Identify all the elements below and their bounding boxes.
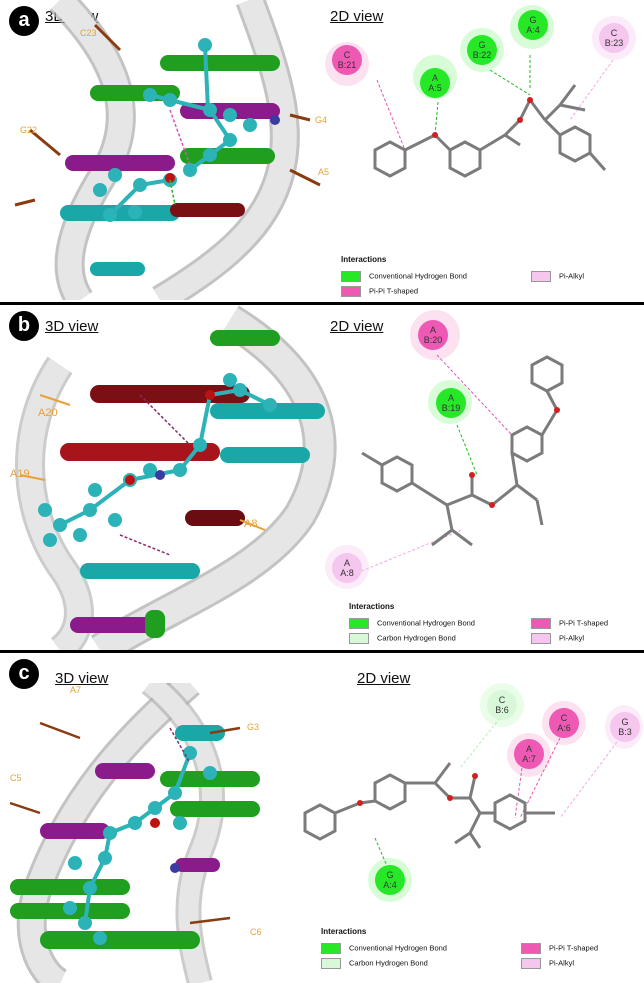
residue-label-a7: A7 (70, 685, 81, 695)
legend-item: Conventional Hydrogen Bond (321, 943, 447, 954)
panel-c-3d-title: 3D view (55, 670, 109, 687)
residue-label-a5: A5 (318, 167, 329, 177)
residue-label-a19: A19 (10, 468, 30, 480)
node-residue: G (529, 15, 537, 25)
node-id: B:22 (472, 50, 492, 60)
node-id: A:5 (428, 83, 442, 93)
node-id: A:6 (557, 723, 571, 733)
legend-label: Carbon Hydrogen Bond (349, 958, 428, 968)
node-id: A:4 (526, 25, 540, 35)
node-residue: G (478, 40, 486, 50)
node-id: B:21 (337, 60, 357, 70)
legend-label: Pi-Alkyl (559, 271, 585, 281)
residue-label-g3: G3 (247, 722, 259, 732)
interaction-node-a-a7: A A:7 (514, 739, 544, 769)
node-residue: C (343, 50, 351, 60)
interaction-node-g-b22: G B:22 (467, 35, 497, 65)
legend-item: Pi-Pi T-shaped (531, 618, 608, 629)
panel-c-3d-view: A7 C5 G3 C6 (9, 683, 262, 983)
panel-label-a: a (9, 6, 39, 36)
residue-label-a20: A20 (38, 407, 58, 419)
node-id: A:8 (340, 568, 354, 578)
legend-label: Pi-Pi T-shaped (549, 943, 599, 953)
node-residue: A (431, 73, 438, 83)
panel-label-c: c (9, 659, 39, 689)
node-residue: A (525, 744, 532, 754)
interaction-node-a-b20: A B:20 (418, 320, 448, 350)
legend-title: Interactions (349, 602, 395, 611)
node-residue: G (386, 870, 394, 880)
node-residue: C (560, 713, 568, 723)
panel-a-2d-diagram (373, 55, 614, 178)
interaction-node-a-b19: A B:19 (436, 388, 466, 418)
interaction-node-a-a8: A A:8 (332, 553, 362, 583)
interaction-node-g-a4: G A:4 (518, 10, 548, 40)
node-residue: A (343, 558, 350, 568)
node-id: A:4 (383, 880, 397, 890)
legend-title: Interactions (341, 255, 387, 264)
legend-item: Conventional Hydrogen Bond (349, 618, 475, 629)
interaction-node-c-a6: C A:6 (549, 708, 579, 738)
node-residue: C (498, 695, 506, 705)
legend-item: Pi-Pi T-shaped (521, 943, 598, 954)
node-id: B:6 (495, 705, 509, 715)
legend-item: Conventional Hydrogen Bond (341, 271, 467, 282)
node-id: B:20 (423, 335, 443, 345)
node-id: B:23 (604, 38, 624, 48)
legend-item: Carbon Hydrogen Bond (349, 633, 456, 644)
panel-label-b: b (9, 311, 39, 341)
legend-label: Conventional Hydrogen Bond (377, 618, 475, 628)
residue-label-c5: C5 (10, 773, 22, 783)
legend-label: Pi-Pi T-shaped (369, 286, 419, 296)
legend-label: Carbon Hydrogen Bond (377, 633, 456, 643)
node-residue: C (610, 28, 618, 38)
residue-label-c23: C23 (80, 28, 97, 38)
divider-ab (0, 302, 644, 305)
node-residue: A (429, 325, 436, 335)
interaction-node-a-a5: A A:5 (420, 68, 450, 98)
panel-b-3d-view: A20 A19 A8 (10, 305, 337, 650)
node-id: A:7 (522, 754, 536, 764)
interaction-node-c-b6: C B:6 (487, 690, 517, 720)
node-id: B:3 (618, 727, 632, 737)
legend-item: Pi-Alkyl (521, 958, 574, 969)
panel-b-2d-title: 2D view (330, 318, 384, 335)
legend-title: Interactions (321, 927, 367, 936)
residue-label-g22: G22 (20, 125, 37, 135)
node-residue: A (447, 393, 454, 403)
panel-c: c 3D view 2D view (0, 653, 644, 983)
legend-label: Pi-Alkyl (559, 633, 585, 643)
panel-a-3d-view: C23 G22 G4 A5 (14, 0, 329, 300)
interaction-node-c-b21: C B:21 (332, 45, 362, 75)
legend-item: Carbon Hydrogen Bond (321, 958, 428, 969)
node-id: B:19 (441, 403, 461, 413)
panel-b: b 3D view 2D view (0, 305, 644, 650)
panel-c-2d-title: 2D view (357, 670, 411, 687)
legend-label: Conventional Hydrogen Bond (349, 943, 447, 953)
node-residue: G (621, 717, 629, 727)
residue-label-c6: C6 (250, 927, 262, 937)
legend-label: Conventional Hydrogen Bond (369, 271, 467, 281)
legend-label: Pi-Alkyl (549, 958, 575, 968)
legend-item: Pi-Alkyl (531, 633, 584, 644)
interaction-node-g-a4: G A:4 (375, 865, 405, 895)
panel-a: a 3D view 2D view (0, 0, 644, 302)
panel-b-2d-diagram (352, 354, 564, 576)
panel-a-legend: Interactions Conventional Hydrogen Bond … (341, 255, 641, 300)
legend-item: Pi-Alkyl (531, 271, 584, 282)
interaction-node-g-b3: G B:3 (610, 712, 640, 742)
residue-label-g4: G4 (315, 115, 327, 125)
residue-label-a8: A8 (244, 518, 257, 530)
interaction-node-c-b23: C B:23 (599, 23, 629, 53)
legend-item: Pi-Pi T-shaped (341, 286, 418, 297)
legend-label: Pi-Pi T-shaped (559, 618, 609, 628)
panel-b-legend: Interactions Conventional Hydrogen Bond … (349, 602, 639, 647)
panel-a-2d-title: 2D view (330, 8, 384, 25)
divider-bc (0, 650, 644, 653)
panel-b-3d-title: 3D view (45, 318, 99, 335)
panel-c-legend: Interactions Conventional Hydrogen Bond … (321, 927, 639, 972)
